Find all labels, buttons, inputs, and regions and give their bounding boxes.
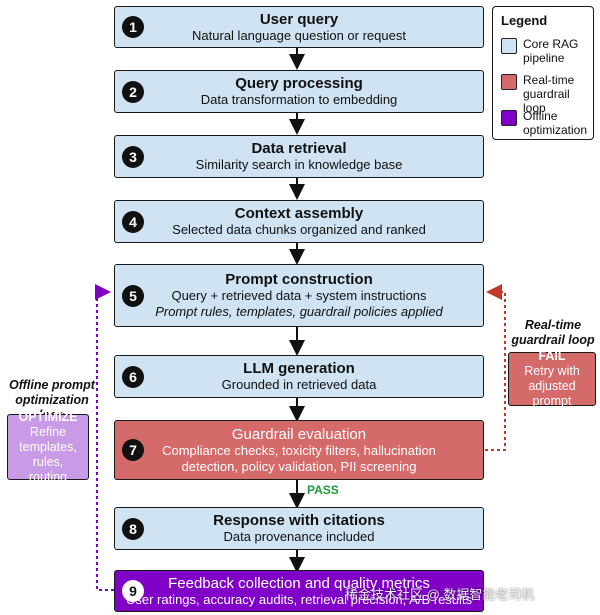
step-title: Response with citations bbox=[213, 512, 385, 529]
step-description: Query + retrieved data + system instruct… bbox=[171, 288, 427, 303]
legend-item-guardrail: Real-time guardrail loop bbox=[501, 73, 593, 115]
step-feedback-collection: 9 Feedback collection and quality metric… bbox=[114, 570, 484, 612]
step-title: LLM generation bbox=[243, 360, 355, 377]
optimize-text-line: Refine bbox=[29, 424, 67, 439]
legend-label-line: Core RAG bbox=[523, 37, 579, 51]
legend-label: Real-time guardrail loop bbox=[523, 73, 593, 115]
step-title: Context assembly bbox=[234, 205, 364, 222]
watermark-text: 稀金技术社区 @ 数据智能老司机 bbox=[345, 587, 535, 602]
step-description: User ratings, accuracy audits, retrieval… bbox=[125, 591, 473, 607]
step-number-badge: 1 bbox=[122, 16, 144, 38]
legend-label-line: guardrail loop bbox=[523, 87, 570, 115]
step-title: Data retrieval bbox=[251, 140, 347, 157]
step-description: Grounded in retrieved data bbox=[221, 377, 377, 392]
optimize-text-line: routing bbox=[28, 469, 68, 484]
step-description: Data transformation to embedding bbox=[200, 92, 398, 107]
optimize-box: OPTIMIZE Refine templates, rules, routin… bbox=[7, 410, 89, 484]
fail-text-line: adjusted prompt bbox=[528, 379, 576, 408]
step-description: Data provenance included bbox=[223, 529, 375, 544]
realtime-loop-label-line: Real-time bbox=[524, 318, 582, 332]
step-number-badge: 3 bbox=[122, 145, 144, 168]
step-description: Selected data chunks organized and ranke… bbox=[172, 222, 426, 237]
step-data-retrieval: 3 Data retrieval Similarity search in kn… bbox=[114, 135, 484, 178]
step-subdescription: detection, policy validation, PII screen… bbox=[181, 458, 417, 474]
step-title: Feedback collection and quality metrics bbox=[168, 574, 430, 592]
legend-item-core: Core RAG pipeline bbox=[501, 37, 578, 65]
step-number-badge: 2 bbox=[122, 80, 144, 103]
step-response-with-citations: 8 Response with citations Data provenanc… bbox=[114, 507, 484, 550]
fail-label: FAIL bbox=[538, 349, 566, 363]
pass-label: PASS bbox=[307, 483, 339, 497]
realtime-loop-path bbox=[485, 284, 506, 451]
legend-label-line: Offline bbox=[523, 109, 558, 123]
step-subdescription: Prompt rules, templates, guardrail polic… bbox=[155, 304, 443, 319]
step-number-badge: 9 bbox=[122, 580, 144, 602]
step-guardrail-evaluation: 7 Guardrail evaluation Compliance checks… bbox=[114, 420, 484, 480]
optimize-text-line: templates, rules, bbox=[19, 439, 77, 469]
step-title: Query processing bbox=[235, 75, 363, 92]
legend-swatch-offline bbox=[501, 110, 517, 126]
step-description: Natural language question or request bbox=[192, 27, 406, 43]
legend-item-offline: Offline optimization bbox=[501, 109, 587, 137]
step-number-badge: 5 bbox=[122, 284, 144, 307]
legend-swatch-guardrail bbox=[501, 74, 517, 90]
legend-label-line: pipeline bbox=[523, 51, 565, 65]
legend-label-line: Real-time bbox=[523, 73, 575, 87]
step-number-badge: 7 bbox=[122, 439, 144, 461]
realtime-loop-label: Real-time guardrail loop bbox=[508, 318, 598, 348]
legend-title: Legend bbox=[501, 13, 548, 28]
step-description: Compliance checks, toxicity filters, hal… bbox=[162, 442, 436, 458]
step-query-processing: 2 Query processing Data transformation t… bbox=[114, 70, 484, 113]
fail-retry-box: FAIL Retry with adjusted prompt bbox=[508, 349, 596, 408]
legend-label-line: optimization bbox=[523, 123, 588, 137]
legend-swatch-core bbox=[501, 38, 517, 54]
legend-label: Core RAG pipeline bbox=[523, 37, 578, 65]
legend-label: Offline optimization bbox=[523, 109, 587, 137]
optimize-label: OPTIMIZE bbox=[18, 409, 78, 424]
offline-loop-label-line: Offline prompt bbox=[9, 378, 95, 392]
fail-text-line: Retry with bbox=[524, 364, 580, 378]
step-title: User query bbox=[259, 10, 339, 28]
offline-loop-path bbox=[95, 284, 114, 591]
legend: Legend Core RAG pipeline Real-time guard… bbox=[492, 6, 594, 140]
step-context-assembly: 4 Context assembly Selected data chunks … bbox=[114, 200, 484, 243]
step-prompt-construction: 5 Prompt construction Query + retrieved … bbox=[114, 264, 484, 327]
step-llm-generation: 6 LLM generation Grounded in retrieved d… bbox=[114, 355, 484, 398]
realtime-loop-label-line: guardrail loop bbox=[511, 333, 595, 347]
step-number-badge: 8 bbox=[122, 517, 144, 540]
step-user-query: 1 User query Natural language question o… bbox=[114, 6, 484, 48]
step-number-badge: 6 bbox=[122, 365, 144, 388]
step-title: Guardrail evaluation bbox=[231, 425, 367, 443]
step-description: Similarity search in knowledge base bbox=[195, 157, 403, 172]
step-title: Prompt construction bbox=[225, 271, 373, 288]
step-number-badge: 4 bbox=[122, 210, 144, 233]
